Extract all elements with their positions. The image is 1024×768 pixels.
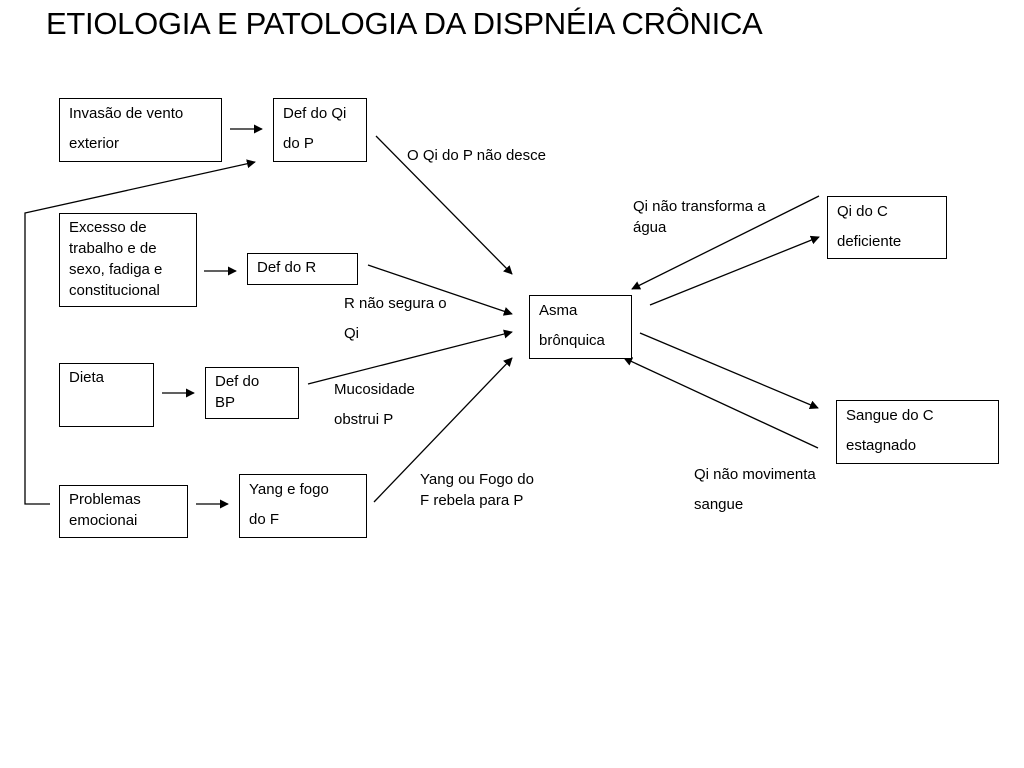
node-sangue-c-estagnado: Sangue do C estagnado (836, 400, 999, 464)
node-def-r: Def do R (247, 253, 358, 285)
arrow-asma-to-sangue-c (639, 332, 819, 410)
edge-label-r-nao-segura: R não segura o Qi (344, 295, 447, 342)
node-asma-bronquica: Asma brônquica (529, 295, 632, 359)
edge-label-yang-fogo-rebela: Yang ou Fogo do F rebela para P (420, 471, 534, 509)
edge-label-qi-p-nao-desce: O Qi do P não desce (407, 147, 546, 164)
edge-label-qi-nao-transforma: Qi não transforma a água (633, 198, 766, 236)
arrow-def-bp-to-asma (307, 329, 513, 385)
connector-problemas-to-def-qi-p (24, 159, 256, 505)
node-excesso-trabalho: Excesso de trabalho e de sexo, fadiga e … (59, 213, 197, 307)
arrow-asma-to-qi-c (649, 235, 820, 306)
node-qi-c-deficiente: Qi do C deficiente (827, 196, 947, 259)
node-dieta: Dieta (59, 363, 154, 427)
node-yang-fogo-f: Yang e fogo do F (239, 474, 367, 538)
arrow-sangue-c-to-asma (623, 357, 819, 449)
node-def-bp: Def do BP (205, 367, 299, 419)
arrow-def-r-to-asma (367, 264, 513, 316)
arrow-qi-c-to-asma (631, 195, 820, 290)
arrow-def-qi-p-to-asma (375, 135, 513, 275)
node-invasao-vento: Invasão de vento exterior (59, 98, 222, 162)
node-def-qi-p: Def do Qi do P (273, 98, 367, 162)
edge-label-mucosidade: Mucosidade obstrui P (334, 381, 415, 428)
node-problemas-emocionais: Problemas emocionai (59, 485, 188, 538)
edge-label-qi-nao-movimenta: Qi não movimenta sangue (694, 466, 816, 513)
arrow-yang-fogo-to-asma (373, 357, 513, 503)
page-title: ETIOLOGIA E PATOLOGIA DA DISPNÉIA CRÔNIC… (46, 6, 763, 41)
